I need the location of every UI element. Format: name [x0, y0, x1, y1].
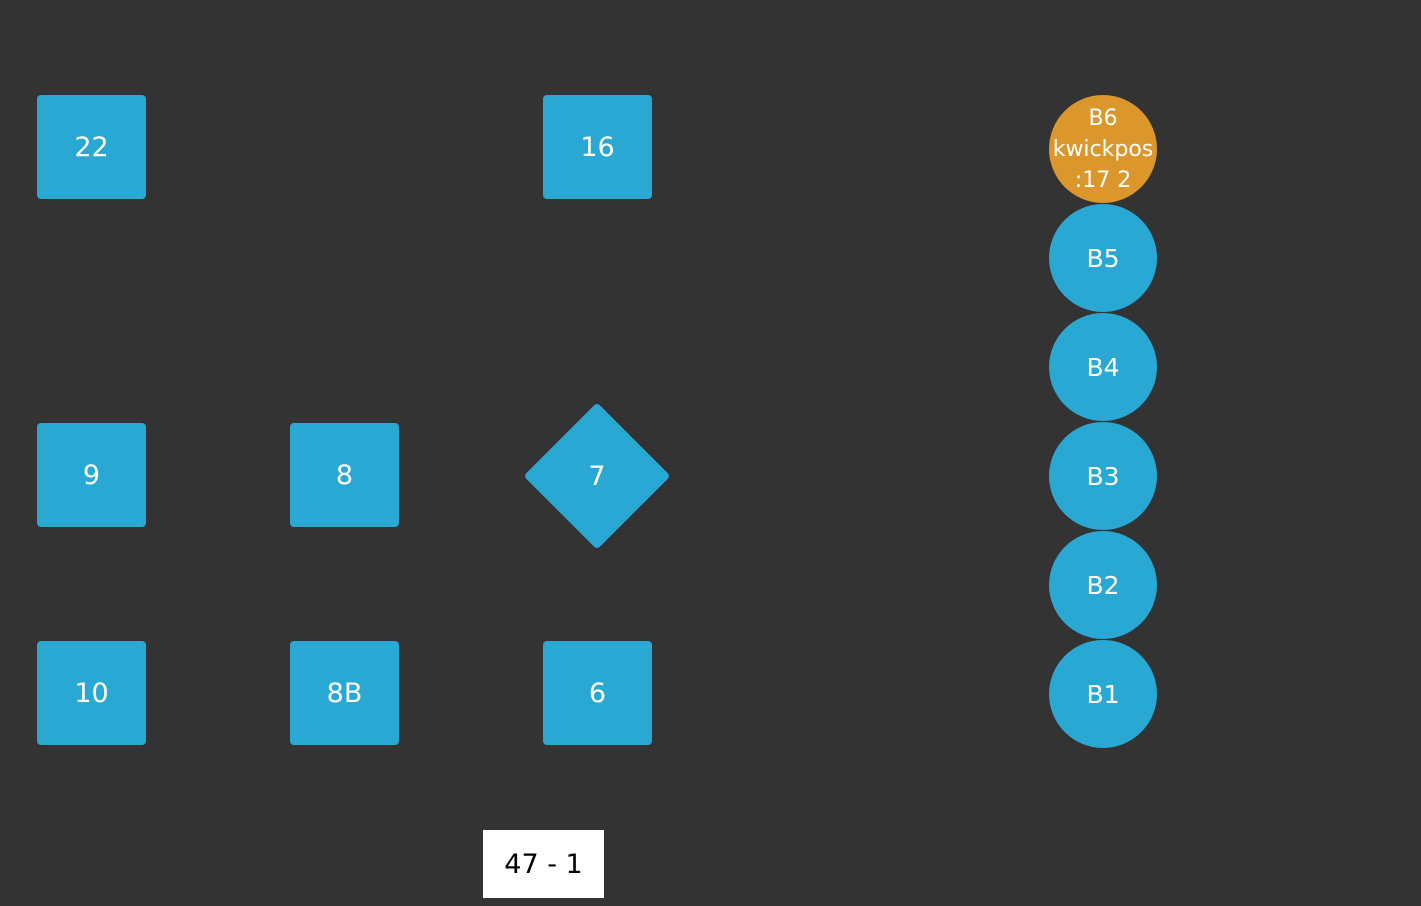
table-6-label: 6	[588, 677, 607, 709]
seat-b1[interactable]: B1	[1049, 640, 1157, 748]
table-8b[interactable]: 8B	[290, 641, 399, 745]
seat-b1-label: B1	[1086, 679, 1120, 709]
seat-b2-label: B2	[1086, 570, 1120, 600]
seat-b5[interactable]: B5	[1049, 204, 1157, 312]
seat-b2[interactable]: B2	[1049, 531, 1157, 639]
table-9[interactable]: 9	[37, 423, 146, 527]
table-7[interactable]: 7	[523, 402, 671, 550]
table-22-label: 22	[74, 131, 109, 163]
seat-b6-time: :17 2	[1074, 167, 1132, 193]
table-22[interactable]: 22	[37, 95, 146, 199]
seat-b6-label: B6	[1088, 105, 1118, 131]
table-7-label: 7	[588, 460, 606, 492]
seat-b6-user: kwickpos	[1052, 136, 1154, 162]
table-10[interactable]: 10	[37, 641, 146, 745]
table-16-label: 16	[580, 131, 615, 163]
table-16[interactable]: 16	[543, 95, 652, 199]
order-count-box: 47 - 1	[483, 830, 604, 898]
table-8-label: 8	[335, 459, 354, 491]
seat-b3-label: B3	[1086, 461, 1120, 491]
table-6[interactable]: 6	[543, 641, 652, 745]
seat-b5-label: B5	[1086, 243, 1120, 273]
table-10-label: 10	[74, 677, 109, 709]
table-8[interactable]: 8	[290, 423, 399, 527]
table-8b-label: 8B	[326, 677, 363, 709]
order-count-label: 47 - 1	[504, 848, 583, 880]
seat-b4[interactable]: B4	[1049, 313, 1157, 421]
seat-b3[interactable]: B3	[1049, 422, 1157, 530]
table-9-label: 9	[82, 459, 101, 491]
seat-b4-label: B4	[1086, 352, 1120, 382]
seat-b6[interactable]: B6 kwickpos :17 2	[1049, 95, 1157, 203]
